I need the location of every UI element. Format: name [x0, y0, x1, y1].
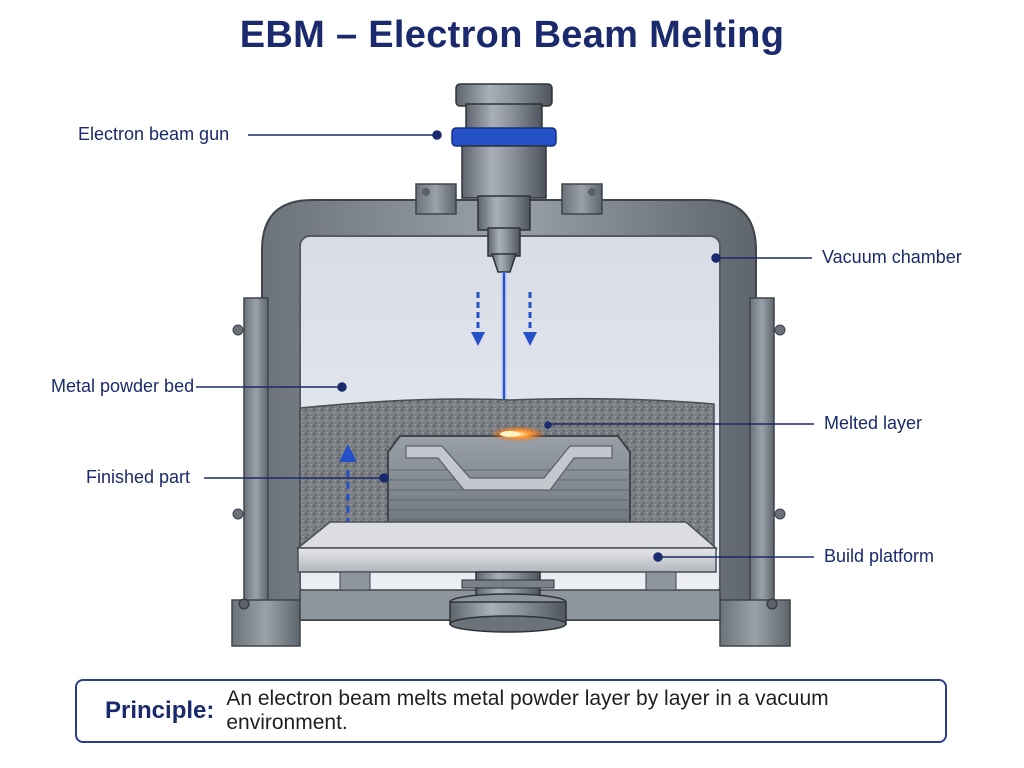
electron-beam-gun: [451, 83, 557, 273]
callout-finished-part: Finished part: [86, 467, 191, 487]
down-arrow-icon: [523, 292, 537, 346]
principle-text: An electron beam melts metal powder laye…: [226, 687, 829, 734]
leader-lines: [196, 130, 814, 562]
build-platform: [295, 521, 719, 633]
down-arrow-icon: [471, 292, 485, 346]
up-arrow-icon: [339, 444, 357, 528]
finished-part: [387, 435, 631, 539]
diagram-title: EBM – Electron Beam Melting: [239, 14, 785, 56]
callout-electron-beam-gun: Electron beam gun: [78, 124, 230, 144]
callout-metal-powder-bed: Metal powder bed: [51, 376, 195, 396]
gun-blue-ring: [451, 127, 557, 147]
principle-label: Principle:: [105, 697, 215, 724]
melted-layer: [490, 426, 546, 442]
callout-melted-layer: Melted layer: [824, 413, 923, 433]
principle-box: Principle: An electron beam melts metal …: [75, 679, 947, 743]
callout-build-platform: Build platform: [824, 546, 935, 566]
callout-vacuum-chamber: Vacuum chamber: [822, 247, 962, 267]
